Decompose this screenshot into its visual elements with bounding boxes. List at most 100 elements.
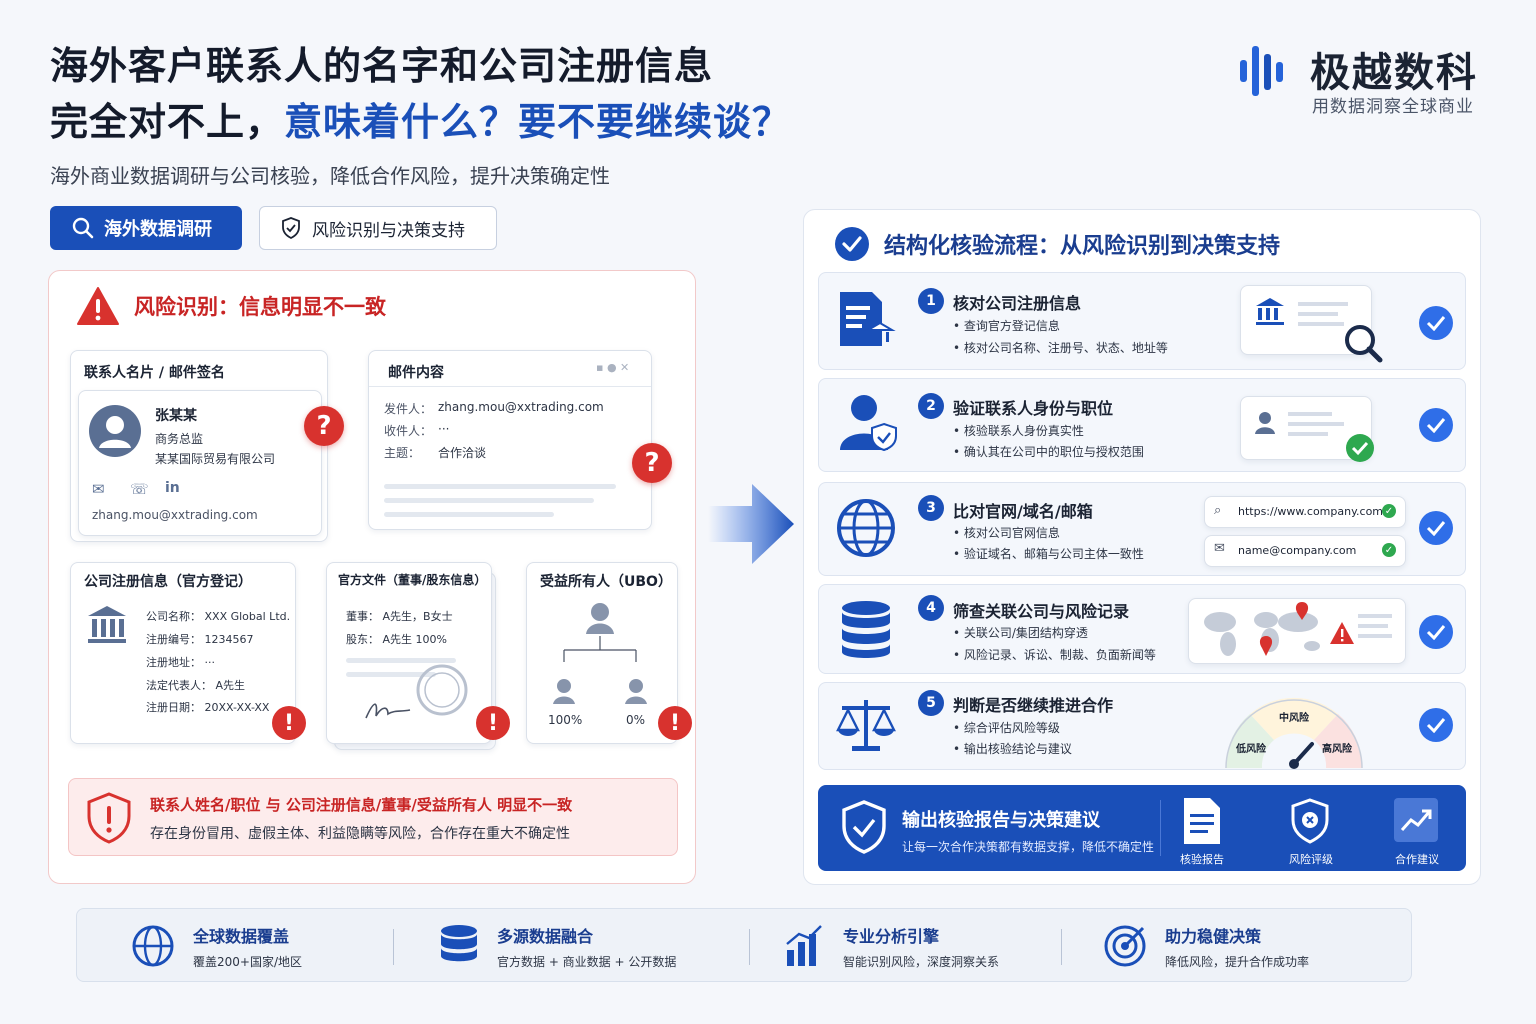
ubo-card (526, 562, 678, 744)
ubo-card-title: 受益所有人（UBO） (540, 574, 672, 590)
step-bullet: • 核对公司名称、注册号、状态、地址等 (953, 341, 1168, 355)
window-controls-icon: ▪ ● ✕ (596, 361, 630, 374)
risk-gauge (1225, 697, 1363, 769)
title-part-b: 意味着什么？要不要继续谈？ (284, 100, 792, 144)
email-card-title: 邮件内容 (388, 365, 444, 381)
reg-row: 注册日期： 20XX-XX-XX (146, 701, 270, 714)
step-5 (818, 682, 1466, 770)
document-building-icon (840, 292, 896, 346)
ubo-left-pct: 100% (548, 713, 583, 727)
overseas-research-label: 海外数据调研 (104, 219, 212, 240)
step-bullet: • 验证域名、邮箱与公司主体一致性 (953, 547, 1144, 561)
registration-card (70, 562, 296, 744)
feature-desc: 覆盖200+国家/地区 (193, 954, 303, 969)
user-shield-icon (840, 395, 897, 452)
brand-tagline: 用数据洞察全球商业 (1312, 97, 1474, 117)
id-card-verified-icon (1255, 412, 1374, 462)
docs-card (326, 562, 492, 744)
globe-icon (132, 925, 174, 967)
step-number: 3 (918, 495, 944, 521)
step-title: 比对官网/域名/邮箱 (953, 502, 1093, 521)
risk-decision-button[interactable]: 风险识别与决策支持 (259, 206, 497, 250)
divider (393, 929, 394, 965)
contact-card-title: 联系人名片 / 邮件签名 (84, 365, 225, 381)
gauge-mid: 中风险 (1279, 713, 1309, 724)
divider (1160, 800, 1161, 856)
seal-signature-icon (365, 664, 468, 719)
output-title: 输出核验报告与决策建议 (902, 810, 1100, 831)
brand-bars-icon (1240, 46, 1283, 96)
step-bullet: • 核对公司官网信息 (953, 526, 1060, 540)
feature-data-fusion: 多源数据融合官方数据 + 商业数据 + 公开数据 (439, 909, 676, 983)
alert-icon: ! (476, 706, 510, 740)
feature-analysis-engine: 专业分析引擎智能识别风险，深度洞察关系 (785, 909, 999, 983)
risk-rating-shield-icon (1291, 798, 1329, 844)
reg-row: 公司名称： XXX Global Ltd. (146, 610, 291, 623)
risk-title: 风险识别：信息明显不一致 (76, 286, 386, 326)
text-line (384, 512, 554, 517)
feature-title: 全球数据覆盖 (193, 926, 290, 946)
to-value: ··· (438, 422, 450, 436)
mail-icon: ✉ (1214, 541, 1225, 556)
risk-title-text: 风险识别：信息明显不一致 (134, 295, 386, 319)
shareholder-row: 股东： A先生 100% (346, 633, 447, 646)
docs-card-title: 官方文件（董事/股东信息） (338, 573, 487, 587)
subject-label: 主题： (384, 446, 421, 460)
trend-chart-icon (1400, 809, 1432, 832)
shield-check-icon (282, 217, 300, 240)
step-number: 2 (918, 393, 944, 419)
step-check-icon (1419, 615, 1453, 649)
world-map-pins-icon (1204, 602, 1392, 656)
feature-title: 专业分析引擎 (843, 926, 940, 946)
feature-desc: 官方数据 + 商业数据 + 公开数据 (497, 954, 677, 969)
overseas-research-button[interactable]: 海外数据调研 (50, 206, 242, 250)
mail-icon: ✉ (92, 480, 105, 498)
report-icon (1184, 798, 1220, 844)
page-title-line2: 完全对不上，意味着什么？要不要继续谈？ (50, 96, 791, 148)
contact-position: 商务总监 (155, 432, 204, 446)
text-line (346, 672, 436, 677)
globe-icon (837, 499, 895, 557)
registration-card-title: 公司注册信息（官方登记） (84, 574, 252, 590)
risk-decision-label: 风险识别与决策支持 (312, 220, 465, 241)
warning-title: 联系人姓名/职位 与 公司注册信息/董事/受益所有人 明显不一致 (150, 796, 573, 814)
output-item-report: 核验报告 (1180, 853, 1224, 866)
gauge-low: 低风险 (1236, 744, 1266, 755)
text-line (384, 498, 594, 503)
inconsistency-warning (68, 778, 678, 856)
email-address: name@company.com (1238, 544, 1357, 557)
output-desc: 让每一次合作决策都有数据支撑，降低不确定性 (902, 840, 1155, 854)
check-circle-icon (835, 227, 869, 261)
bar-chart-icon (786, 925, 822, 966)
subject-value: 合作洽谈 (438, 446, 487, 460)
phone-icon: ☏ (130, 480, 149, 498)
linkedin-icon: in (165, 480, 180, 496)
step-check-icon (1419, 708, 1453, 742)
step-bullet: • 风险记录、诉讼、制裁、负面新闻等 (953, 648, 1156, 662)
database-icon (842, 601, 890, 658)
director-row: 董事： A先生，B女士 (346, 610, 453, 623)
step-number: 4 (918, 595, 944, 621)
step-title: 验证联系人身份与职位 (953, 399, 1114, 418)
bank-building-icon (88, 606, 126, 643)
feature-bar: 全球数据覆盖覆盖200+国家/地区 多源数据融合官方数据 + 商业数据 + 公开… (76, 908, 1412, 982)
divider (369, 386, 651, 387)
ubo-right-pct: 0% (626, 713, 646, 727)
flow-title-text: 结构化核验流程：从风险识别到决策支持 (884, 234, 1281, 259)
feature-desc: 智能识别风险，深度洞察关系 (843, 954, 1000, 969)
feature-desc: 降低风险，提升合作成功率 (1165, 954, 1310, 969)
step-bullet: • 核验联系人身份真实性 (953, 424, 1084, 438)
website-url: https://www.company.com (1238, 505, 1384, 518)
step-bullet: • 输出核验结论与建议 (953, 742, 1072, 756)
brand-name: 极越数科 (1310, 50, 1478, 96)
registry-search-icon (1256, 298, 1383, 363)
title-part-a: 完全对不上， (50, 100, 285, 144)
feature-title: 多源数据融合 (497, 926, 594, 946)
text-line (346, 658, 456, 663)
contact-email: zhang.mou@xxtrading.com (92, 508, 258, 522)
step-bullet: • 综合评估风险等级 (953, 721, 1060, 735)
website-field (1204, 496, 1406, 528)
gauge-high: 高风险 (1322, 744, 1352, 755)
alert-icon: ! (658, 706, 692, 740)
divider (1061, 929, 1062, 965)
